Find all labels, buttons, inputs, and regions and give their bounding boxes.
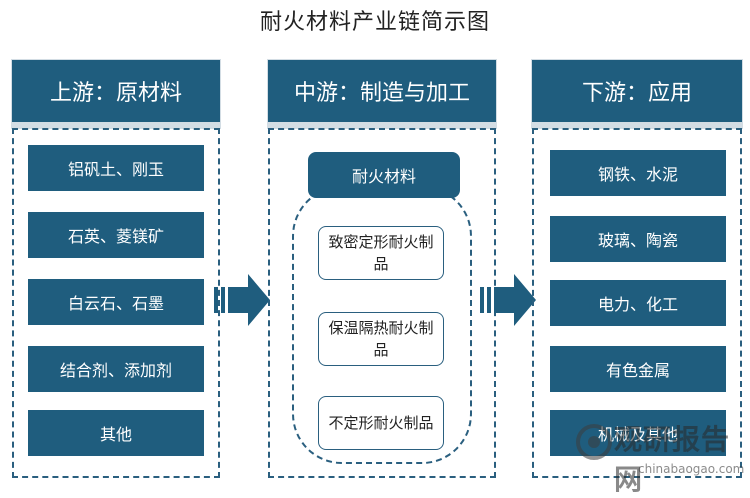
watermark-url: chinabaogao.com bbox=[638, 462, 745, 476]
page-title: 耐火材料产业链简示图 bbox=[259, 10, 490, 35]
watermark-text: 观研报告网 bbox=[614, 423, 731, 496]
product-item: 致密定形耐火制品 bbox=[318, 226, 444, 280]
upstream-item: 铝矾土、刚玉 bbox=[28, 145, 204, 191]
logo-icon bbox=[576, 424, 612, 460]
arrow-right-icon bbox=[480, 274, 536, 326]
watermark-logo: 观研报告网 chinabaogao.com bbox=[568, 414, 748, 496]
arrow-right-icon bbox=[214, 274, 270, 326]
upstream-header: 上游：原材料 bbox=[12, 60, 220, 128]
product-item: 不定形耐火制品 bbox=[318, 396, 444, 450]
downstream-header: 下游：应用 bbox=[532, 60, 742, 128]
upstream-box bbox=[12, 128, 220, 478]
upstream-item: 结合剂、添加剂 bbox=[28, 346, 204, 392]
downstream-box bbox=[532, 128, 742, 478]
product-item: 保温隔热耐火制品 bbox=[318, 312, 444, 366]
downstream-item: 钢铁、水泥 bbox=[550, 150, 726, 196]
downstream-item: 电力、化工 bbox=[550, 280, 726, 326]
product-group-label: 耐火材料 bbox=[308, 152, 460, 198]
upstream-item: 石英、菱镁矿 bbox=[28, 212, 204, 258]
downstream-item: 玻璃、陶瓷 bbox=[550, 216, 726, 262]
upstream-item: 其他 bbox=[28, 410, 204, 456]
upstream-item: 白云石、石墨 bbox=[28, 279, 204, 325]
downstream-item: 有色金属 bbox=[550, 346, 726, 392]
midstream-header: 中游：制造与加工 bbox=[268, 60, 496, 128]
